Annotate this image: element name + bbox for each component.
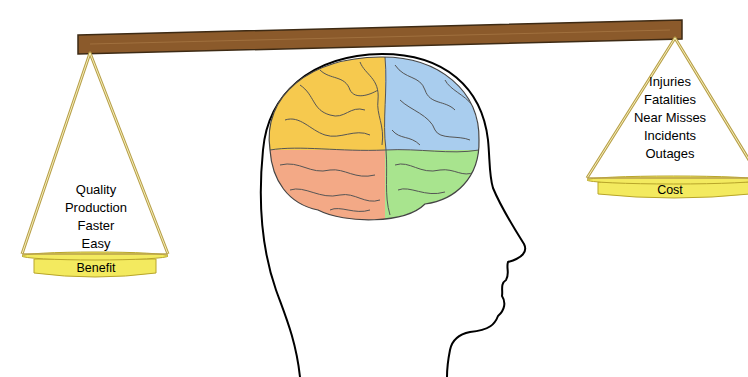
- brain-gyri: [270, 57, 479, 215]
- pan-item: Fatalities: [605, 92, 735, 108]
- pan-item: Faster: [31, 218, 161, 234]
- brain-outline: [269, 57, 479, 220]
- pan-item: Incidents: [605, 128, 735, 144]
- pan-label: Cost: [605, 182, 735, 198]
- brain-lobe: [250, 40, 385, 150]
- pan-item: Outages: [605, 146, 735, 162]
- beam-grain: [90, 30, 670, 44]
- pan-string: [22, 53, 168, 254]
- scale-pan-node: QualityProductionFasterEasyBenefit: [10, 45, 190, 285]
- pan-item: Production: [31, 200, 161, 216]
- pan-item: Easy: [31, 236, 161, 252]
- pan-item: Quality: [31, 182, 161, 198]
- pan-item: Injuries: [605, 74, 735, 90]
- balance-beam: [78, 20, 682, 54]
- pan-dish: [22, 252, 168, 260]
- scale-pan-node: InjuriesFatalitiesNear MissesIncidentsOu…: [578, 32, 748, 202]
- pan-item: Near Misses: [605, 110, 735, 126]
- brain: [250, 40, 495, 240]
- brain-lobe: [250, 150, 385, 240]
- pan-string: [22, 53, 168, 254]
- pan-label: Benefit: [31, 260, 161, 276]
- pan-string: [587, 38, 748, 178]
- pan-dish: [587, 176, 748, 184]
- brain-lobe: [385, 150, 495, 240]
- pan-string: [587, 38, 748, 178]
- pan-band: [598, 182, 748, 198]
- pan-rim: [22, 253, 168, 255]
- pan-rim: [587, 177, 748, 179]
